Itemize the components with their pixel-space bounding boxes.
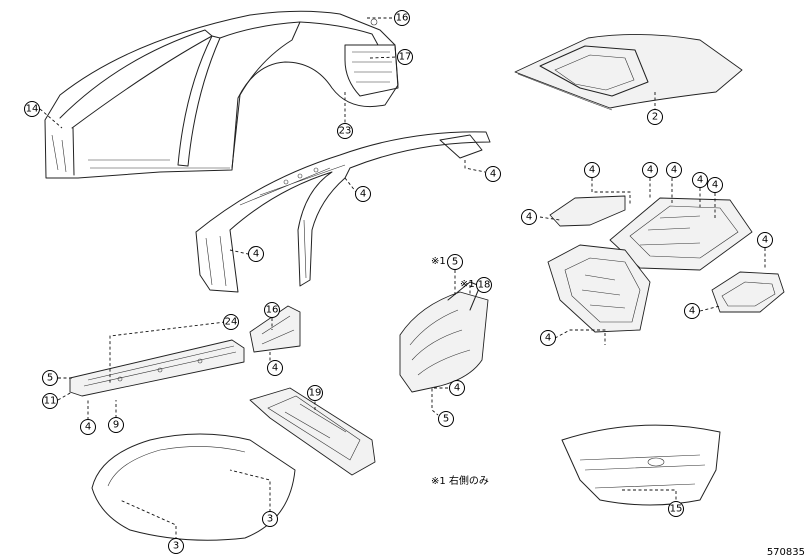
svg-text:4: 4 [671, 165, 677, 176]
callout-5-rocker: 5 [42, 370, 58, 386]
svg-text:15: 15 [670, 504, 683, 515]
svg-text:4: 4 [762, 235, 768, 246]
callout-4-floor-right: 4 [757, 232, 773, 248]
svg-text:4: 4 [490, 169, 496, 180]
svg-text:5: 5 [443, 414, 449, 425]
svg-text:5: 5 [47, 373, 53, 384]
callout-4-small: 4 [267, 360, 283, 376]
svg-text:16: 16 [396, 13, 409, 24]
callout-23: 23 [337, 123, 353, 139]
callout-3-hood-b: 3 [168, 538, 184, 554]
svg-text:23: 23 [339, 126, 352, 137]
svg-text:4: 4 [647, 165, 653, 176]
callout-4-floor-d: 4 [692, 172, 708, 188]
callout-19: 19 [307, 385, 323, 401]
svg-text:4: 4 [454, 383, 460, 394]
svg-text:5: 5 [452, 257, 458, 268]
footnote: ※1 右側のみ [431, 476, 489, 487]
callout-4-floor-e: 4 [707, 177, 723, 193]
svg-text:4: 4 [360, 189, 366, 200]
callout-4-pillar-top: 4 [485, 166, 501, 182]
svg-text:4: 4 [526, 212, 532, 223]
trunk-lid [561, 424, 721, 506]
callout-5-apron-bottom: 5 [438, 411, 454, 427]
callout-4-apron: 4 [449, 380, 465, 396]
svg-text:18: 18 [478, 280, 491, 291]
rear-floor-pan [547, 195, 785, 333]
front-wheel-apron [399, 281, 489, 393]
callout-4-floor-a: 4 [584, 162, 600, 178]
callout-4-pillar-center: 4 [355, 186, 371, 202]
svg-text:2: 2 [652, 112, 658, 123]
hood-panel [91, 433, 296, 541]
svg-text:4: 4 [545, 333, 551, 344]
callout-4-floor-b: 4 [642, 162, 658, 178]
callout-5-apron: 5 [447, 254, 463, 270]
callout-16-top: 16 [394, 10, 410, 26]
svg-text:19: 19 [309, 388, 322, 399]
callout-15: 15 [668, 501, 684, 517]
svg-text:4: 4 [689, 306, 695, 317]
svg-text:4: 4 [697, 175, 703, 186]
callout-4-rocker: 4 [80, 419, 96, 435]
callout-4-panel-right: 4 [684, 303, 700, 319]
svg-text:4: 4 [85, 422, 91, 433]
svg-text:4: 4 [253, 249, 259, 260]
callout-24: 24 [223, 314, 239, 330]
diagram-code: 570835 [766, 547, 805, 558]
svg-text:16: 16 [266, 305, 279, 316]
callout-18: 18 [476, 277, 492, 293]
roof-panel [514, 33, 743, 111]
note-mark-5: ※1 [431, 256, 446, 267]
callout-4-pillar-front: 4 [248, 246, 264, 262]
svg-text:9: 9 [113, 420, 119, 431]
callout-4-floor-side: 4 [521, 209, 537, 225]
svg-text:4: 4 [272, 363, 278, 374]
callout-11: 11 [42, 393, 58, 409]
svg-text:4: 4 [589, 165, 595, 176]
note-mark-18: ※1 [460, 279, 475, 290]
callout-14: 14 [24, 101, 40, 117]
svg-text:17: 17 [399, 52, 412, 63]
callout-4-floor-c: 4 [666, 162, 682, 178]
svg-text:4: 4 [712, 180, 718, 191]
callout-3-hood-a: 3 [262, 511, 278, 527]
callout-4-floor-bottom: 4 [540, 330, 556, 346]
callout-9: 9 [108, 417, 124, 433]
inner-pillar-frame [195, 131, 491, 293]
callout-17: 17 [397, 49, 413, 65]
svg-text:14: 14 [26, 104, 39, 115]
dash-cowl-panel [249, 387, 376, 476]
svg-text:24: 24 [225, 317, 238, 328]
svg-text:3: 3 [173, 541, 179, 552]
cowl-side-panel [249, 305, 301, 353]
svg-text:3: 3 [267, 514, 273, 525]
callout-2: 2 [647, 109, 663, 125]
rocker-panel [69, 339, 245, 397]
svg-text:11: 11 [44, 396, 57, 407]
callout-16-small: 16 [264, 302, 280, 318]
leader-lines [39, 17, 766, 540]
